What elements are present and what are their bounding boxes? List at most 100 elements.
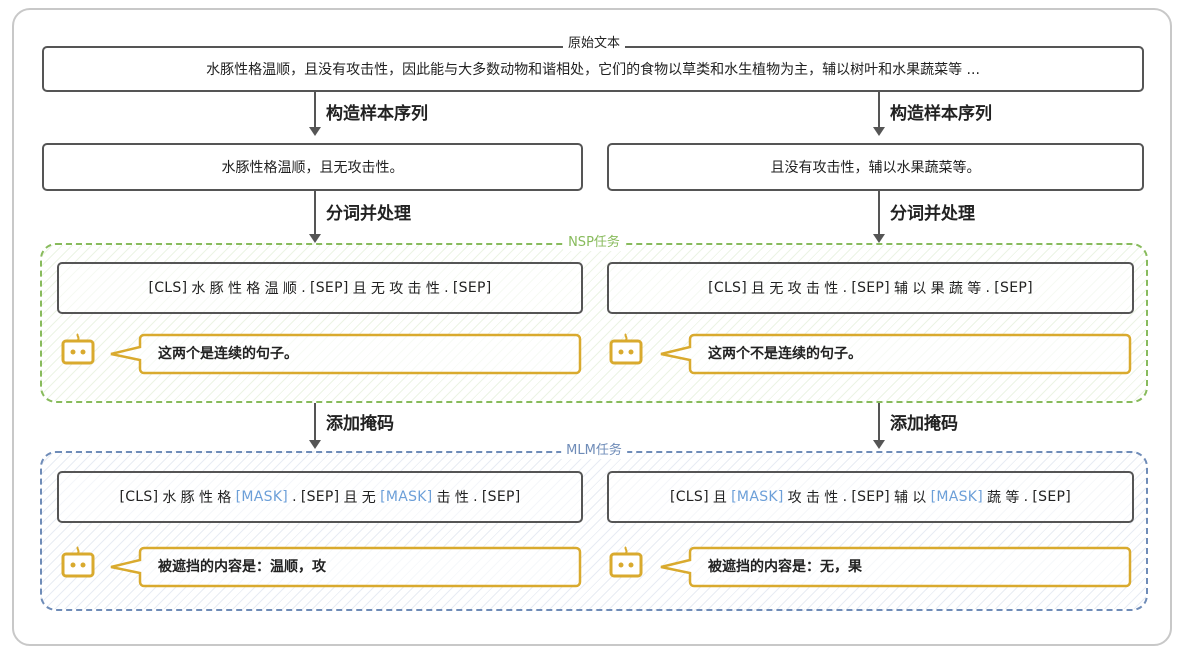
nsp-left-answer: 这两个是连续的句子。	[158, 346, 298, 362]
token: [SEP]	[481, 489, 521, 505]
token: 蔬	[948, 281, 964, 297]
robot-icon	[61, 333, 95, 365]
token: 等	[967, 281, 982, 297]
token: .	[473, 489, 478, 505]
token: 格	[246, 281, 261, 297]
token: 击	[805, 490, 821, 506]
step-construct-right: 构造样本序列	[890, 104, 992, 124]
token: 格	[217, 490, 232, 506]
token: 以	[912, 281, 927, 297]
token: [SEP]	[309, 280, 349, 296]
token: 击	[407, 281, 422, 297]
mlm-left-answer: 被遮挡的内容是：温顺，攻	[158, 559, 326, 575]
mlm-left-token-sequence: [CLS]水豚性格[MASK].[SEP]且无[MASK]击性.[SEP]	[57, 471, 583, 523]
token: 水	[162, 490, 177, 506]
sample-right-box: 且没有攻击性，辅以水果蔬菜等。	[607, 143, 1144, 191]
token: [SEP]	[300, 489, 340, 505]
token: 且	[343, 490, 358, 506]
token: [SEP]	[452, 280, 492, 296]
nsp-right-speech-bubble	[660, 333, 1132, 375]
token: .	[444, 280, 449, 296]
token: 温	[264, 281, 279, 297]
token: 顺	[282, 281, 298, 297]
token: 性	[425, 281, 441, 297]
token: .	[301, 280, 306, 296]
mlm-right-token-sequence: [CLS]且[MASK]攻击性.[SEP]辅以[MASK]蔬等.[SEP]	[607, 471, 1134, 523]
source-text-box: 水豚性格温顺，且没有攻击性，因此能与大多数动物和谐相处，它们的食物以草类和水生植…	[42, 46, 1144, 92]
mlm-right-speech-bubble	[660, 546, 1132, 588]
arrow-down-icon	[309, 191, 321, 243]
robot-icon	[609, 333, 643, 365]
token: 以	[912, 490, 927, 506]
token: 无	[361, 490, 377, 506]
sample-right: 且没有攻击性，辅以水果蔬菜等。	[770, 160, 981, 176]
sample-left: 水豚性格温顺，且无攻击性。	[221, 160, 404, 176]
token: 无	[370, 281, 386, 297]
arrow-down-icon	[873, 191, 885, 243]
mask-token: [MASK]	[235, 489, 289, 505]
mask-token: [MASK]	[380, 489, 433, 505]
mask-token: [MASK]	[930, 489, 984, 505]
token: [CLS]	[119, 489, 159, 505]
robot-icon	[61, 546, 95, 578]
source-text: 水豚性格温顺，且没有攻击性，因此能与大多数动物和谐相处，它们的食物以草类和水生植…	[206, 62, 980, 78]
arrow-down-icon	[309, 403, 321, 449]
token: 性	[198, 490, 214, 506]
token: 辅	[893, 490, 909, 506]
step-tokenize-left: 分词并处理	[326, 204, 411, 224]
mlm-right-answer: 被遮挡的内容是：无，果	[708, 559, 862, 575]
token: 性	[824, 281, 839, 297]
nsp-left-token-sequence: [CLS]水豚性格温顺.[SEP]且无攻击性.[SEP]	[57, 262, 583, 314]
token: 攻	[389, 281, 404, 297]
token: .	[1023, 489, 1029, 505]
token: 果	[930, 281, 945, 297]
step-construct-left: 构造样本序列	[326, 104, 428, 124]
robot-icon	[609, 546, 643, 578]
token: 等	[1005, 490, 1020, 506]
arrow-down-icon	[873, 403, 885, 449]
token: [SEP]	[1032, 489, 1072, 505]
token: 水	[191, 281, 206, 297]
token: 性	[227, 281, 243, 297]
nsp-right-answer: 这两个不是连续的句子。	[708, 346, 862, 362]
nsp-title: NSP任务	[563, 235, 625, 251]
source-label: 原始文本	[562, 36, 626, 52]
token: 豚	[209, 281, 224, 297]
token: 蔬	[987, 490, 1002, 506]
token: [SEP]	[851, 280, 890, 296]
token: 性	[454, 490, 470, 506]
arrow-down-icon	[309, 92, 321, 136]
step-mask-right: 添加掩码	[890, 414, 958, 434]
token: [CLS]	[148, 280, 188, 296]
mask-token: [MASK]	[731, 489, 784, 505]
token: .	[985, 280, 991, 296]
token: 辅	[893, 281, 909, 297]
step-mask-left: 添加掩码	[326, 414, 394, 434]
token: .	[292, 489, 297, 505]
nsp-right-token-sequence: [CLS]且无攻击性.[SEP]辅以果蔬等.[SEP]	[607, 262, 1134, 314]
outer-frame	[12, 8, 1172, 646]
token: [SEP]	[851, 489, 890, 505]
token: 且	[751, 281, 766, 297]
mlm-left-speech-bubble	[110, 546, 582, 588]
token: 且	[352, 281, 367, 297]
token: 击	[805, 281, 821, 297]
token: .	[842, 489, 848, 505]
token: 攻	[787, 281, 802, 297]
nsp-left-speech-bubble	[110, 333, 582, 375]
arrow-down-icon	[873, 92, 885, 136]
token: [CLS]	[708, 280, 747, 296]
mlm-title: MLM任务	[561, 443, 627, 459]
token: 击	[436, 490, 451, 506]
step-tokenize-right: 分词并处理	[890, 204, 975, 224]
token: 无	[769, 281, 784, 297]
sample-left-box: 水豚性格温顺，且无攻击性。	[42, 143, 583, 191]
token: 性	[824, 490, 839, 506]
token: [CLS]	[669, 489, 709, 505]
token: [SEP]	[994, 280, 1033, 296]
token: 豚	[180, 490, 195, 506]
token: 攻	[787, 490, 802, 506]
token: .	[842, 280, 848, 296]
token: 且	[712, 490, 728, 506]
